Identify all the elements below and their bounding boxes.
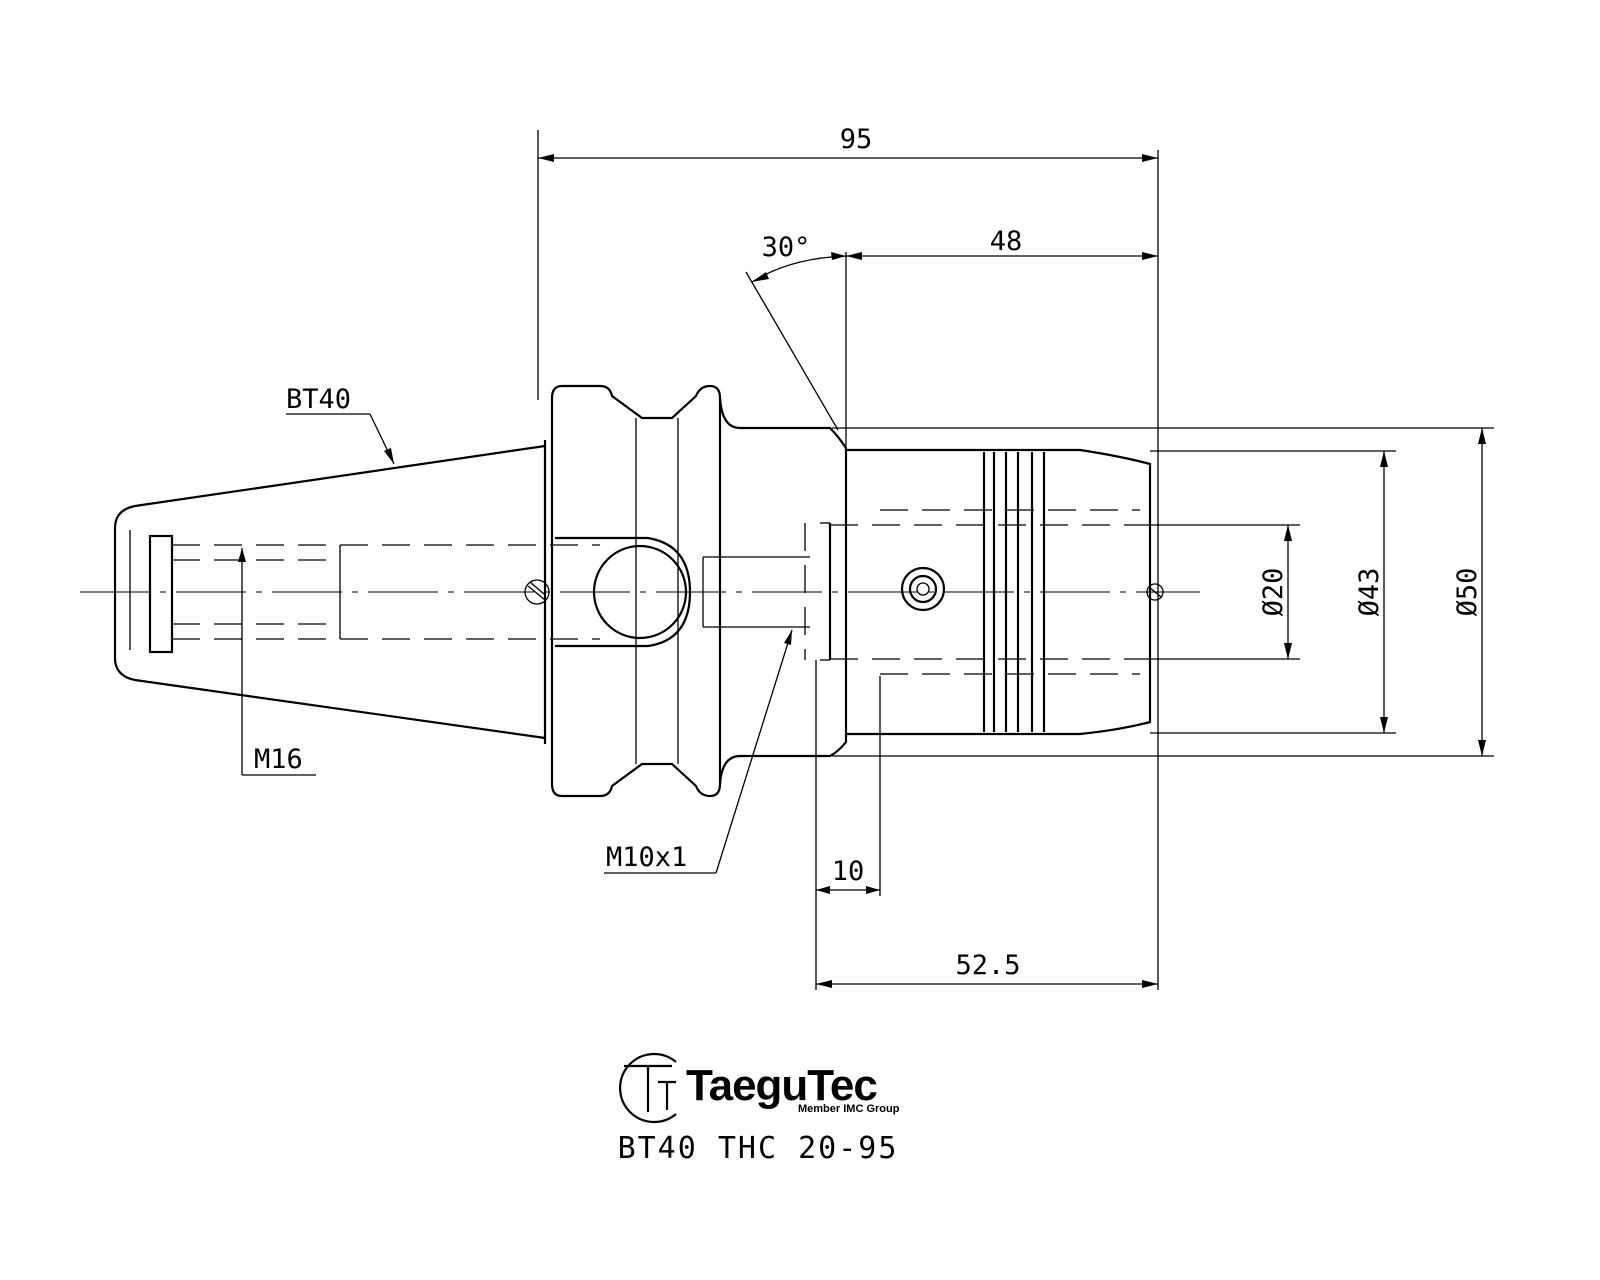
body	[702, 397, 848, 785]
callout-m10x1-label: M10x1	[606, 842, 687, 873]
dim-95-label: 95	[840, 124, 873, 155]
dim-clamp-diameter: Ø43	[1150, 450, 1396, 734]
dim-30-label: 30°	[762, 232, 811, 263]
part-number: BT40 THC 20-95	[618, 1131, 899, 1166]
flange	[524, 384, 722, 798]
brand-emblem-icon	[618, 1052, 677, 1124]
brand-name: TaeguTec	[686, 1061, 877, 1110]
callout-m16-label: M16	[254, 744, 303, 775]
dim-body-diameter: Ø50	[832, 427, 1494, 757]
brand-tagline: Member IMC Group	[798, 1103, 900, 1115]
dim-52-5-label: 52.5	[955, 950, 1020, 981]
dim-10-label: 10	[832, 856, 865, 887]
dim-o43-label: Ø43	[1354, 568, 1385, 617]
callout-m10x1: M10x1	[604, 629, 793, 874]
dim-overall-length: 95	[537, 124, 1159, 990]
callout-bt40-label: BT40	[286, 384, 351, 415]
dim-48-label: 48	[990, 226, 1023, 257]
callout-m16: M16	[238, 548, 316, 776]
dim-o50-label: Ø50	[1452, 568, 1483, 617]
dim-clamp-length: 52.5	[816, 950, 1158, 988]
brand-logo: TaeguTec Member IMC Group	[618, 1052, 900, 1124]
dim-body-length: 48	[845, 226, 1158, 446]
dim-gauge-offset: 10	[815, 660, 881, 990]
dim-o20-label: Ø20	[1258, 568, 1289, 617]
dim-chamfer-angle: 30°	[745, 232, 847, 431]
clamp-sleeve	[830, 448, 1164, 736]
taper-shank	[113, 440, 600, 744]
callout-bt40: BT40	[286, 384, 395, 465]
dim-bore-diameter: Ø20	[1150, 524, 1300, 660]
